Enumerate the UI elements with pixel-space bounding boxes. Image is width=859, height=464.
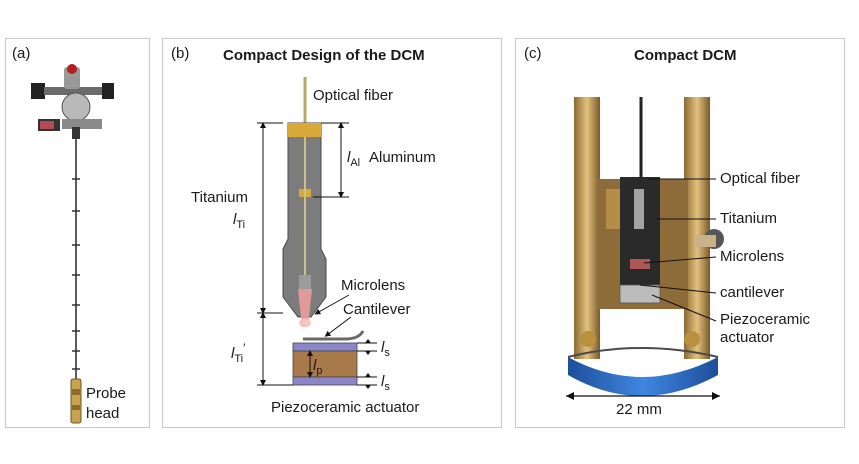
c-piezo-label-line2: actuator (720, 329, 775, 346)
c-optical-fiber-label: Optical fiber (720, 170, 801, 187)
b-cantilever-label: Cantilever (343, 301, 411, 318)
c-titanium-label: Titanium (720, 210, 777, 227)
right-brass-post (684, 97, 710, 359)
b-microlens-label: Microlens (341, 277, 406, 294)
b-l-ti-label: lTi (233, 211, 245, 231)
panel-b-title: Compact Design of the DCM (223, 47, 425, 64)
l-s-symbol-bottom: l (381, 373, 385, 390)
l-s-sub-top: s (384, 347, 390, 359)
c-microlens-label: Microlens (720, 248, 785, 265)
c-piezo-label-line1: Piezoceramic (720, 311, 811, 328)
panel-a: (a) (5, 38, 150, 428)
panel-b-label: (b) (171, 45, 190, 62)
microlens-leader (314, 294, 350, 315)
l-al-sub: Al (350, 157, 361, 169)
b-titanium-label: Titanium (191, 189, 248, 206)
l-ti-prime-mark: ′ (243, 341, 246, 355)
b-l-ti-prime-label: lTi′ (231, 341, 245, 365)
probe-head-label-line2: head (86, 405, 120, 422)
piezo-top-layer (292, 342, 358, 352)
microlens-beam (298, 289, 312, 327)
c-piezo-leader (651, 294, 717, 322)
panel-c-title: Compact DCM (634, 47, 737, 64)
dcm-schematic (257, 77, 377, 389)
c-cantilever-leader (639, 284, 717, 294)
c-scale-label: 22 mm (616, 401, 662, 418)
l-al-symbol: l (347, 149, 351, 166)
probe-top-mechanism (31, 64, 114, 139)
piezo-block (619, 284, 661, 304)
base-ring (568, 357, 718, 396)
probe-head (70, 378, 82, 424)
panel-b: (b) Compact Design of the DCM (162, 38, 502, 428)
l-ti-prime-sub: Ti (234, 353, 244, 365)
cantilever-leader (324, 316, 352, 337)
probe-illustration (31, 64, 114, 424)
left-brass-post (574, 97, 600, 359)
b-l-p-label: lp (313, 357, 322, 377)
l-s-sub-bottom: s (384, 381, 390, 393)
l-p-sub: p (316, 365, 323, 377)
l-ti-prime-symbol: l (231, 345, 235, 362)
panel-c: (c) Compact DCM (515, 38, 845, 428)
b-optical-fiber-label: Optical fiber (313, 87, 394, 104)
dcm-photo-illustration (566, 97, 724, 400)
l-ti-sub: Ti (236, 219, 246, 231)
panel-a-label: (a) (12, 45, 31, 62)
piezo-bottom-layer (292, 376, 358, 386)
b-l-al-label: lAl (347, 149, 360, 169)
l-s-symbol-top: l (381, 339, 385, 356)
panel-c-label: (c) (524, 45, 542, 62)
l-ti-symbol: l (233, 211, 237, 228)
b-l-s-label-bottom: ls (381, 373, 390, 393)
probe-head-label-line1: Probe (86, 385, 127, 402)
b-l-s-label-top: ls (381, 339, 390, 359)
piezo-middle-layer (292, 350, 358, 378)
cantilever-shape (303, 330, 365, 341)
b-piezo-label: Piezoceramic actuator (271, 399, 420, 416)
c-microlens-leader (643, 256, 717, 264)
l-p-symbol: l (313, 357, 317, 374)
b-aluminum-label: Aluminum (369, 149, 436, 166)
c-cantilever-label: cantilever (720, 284, 785, 301)
